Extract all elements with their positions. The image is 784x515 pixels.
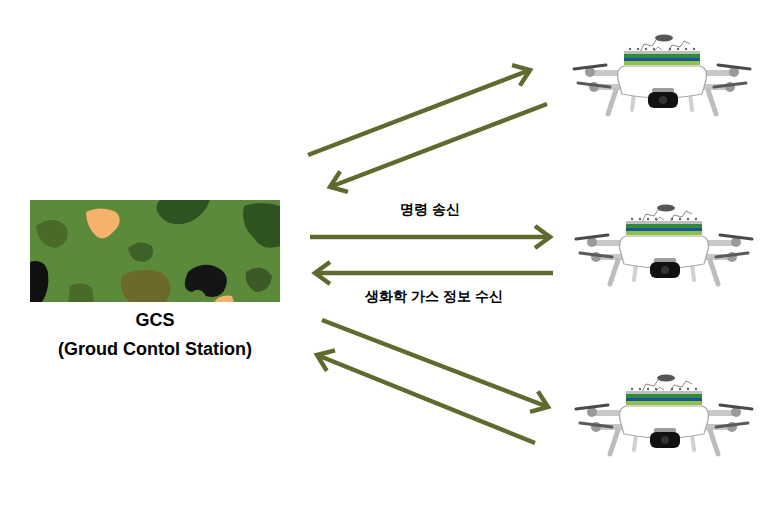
signal-arrow: [317, 355, 535, 443]
edge-label: 생화학 가스 정보 수신: [362, 287, 506, 307]
drone-illustration: [576, 205, 752, 285]
node-label: GCS: [30, 306, 280, 335]
drone-illustration: [576, 375, 752, 455]
drone-illustration: [574, 35, 750, 115]
drone-node: [555, 200, 760, 295]
signal-arrow: [308, 70, 530, 155]
signal-arrow: [315, 271, 553, 276]
camouflage-panel: [30, 200, 280, 302]
signal-arrow: [330, 104, 547, 187]
ground-station: GCS(Groud Contol Station): [30, 200, 280, 370]
node-label: (Groud Contol Station): [30, 335, 280, 364]
signal-arrow: [310, 235, 550, 240]
edge-label: 명령 송신: [397, 200, 463, 220]
drone-node: [540, 30, 760, 125]
signal-arrow: [322, 320, 548, 407]
drone-node: [545, 370, 760, 465]
